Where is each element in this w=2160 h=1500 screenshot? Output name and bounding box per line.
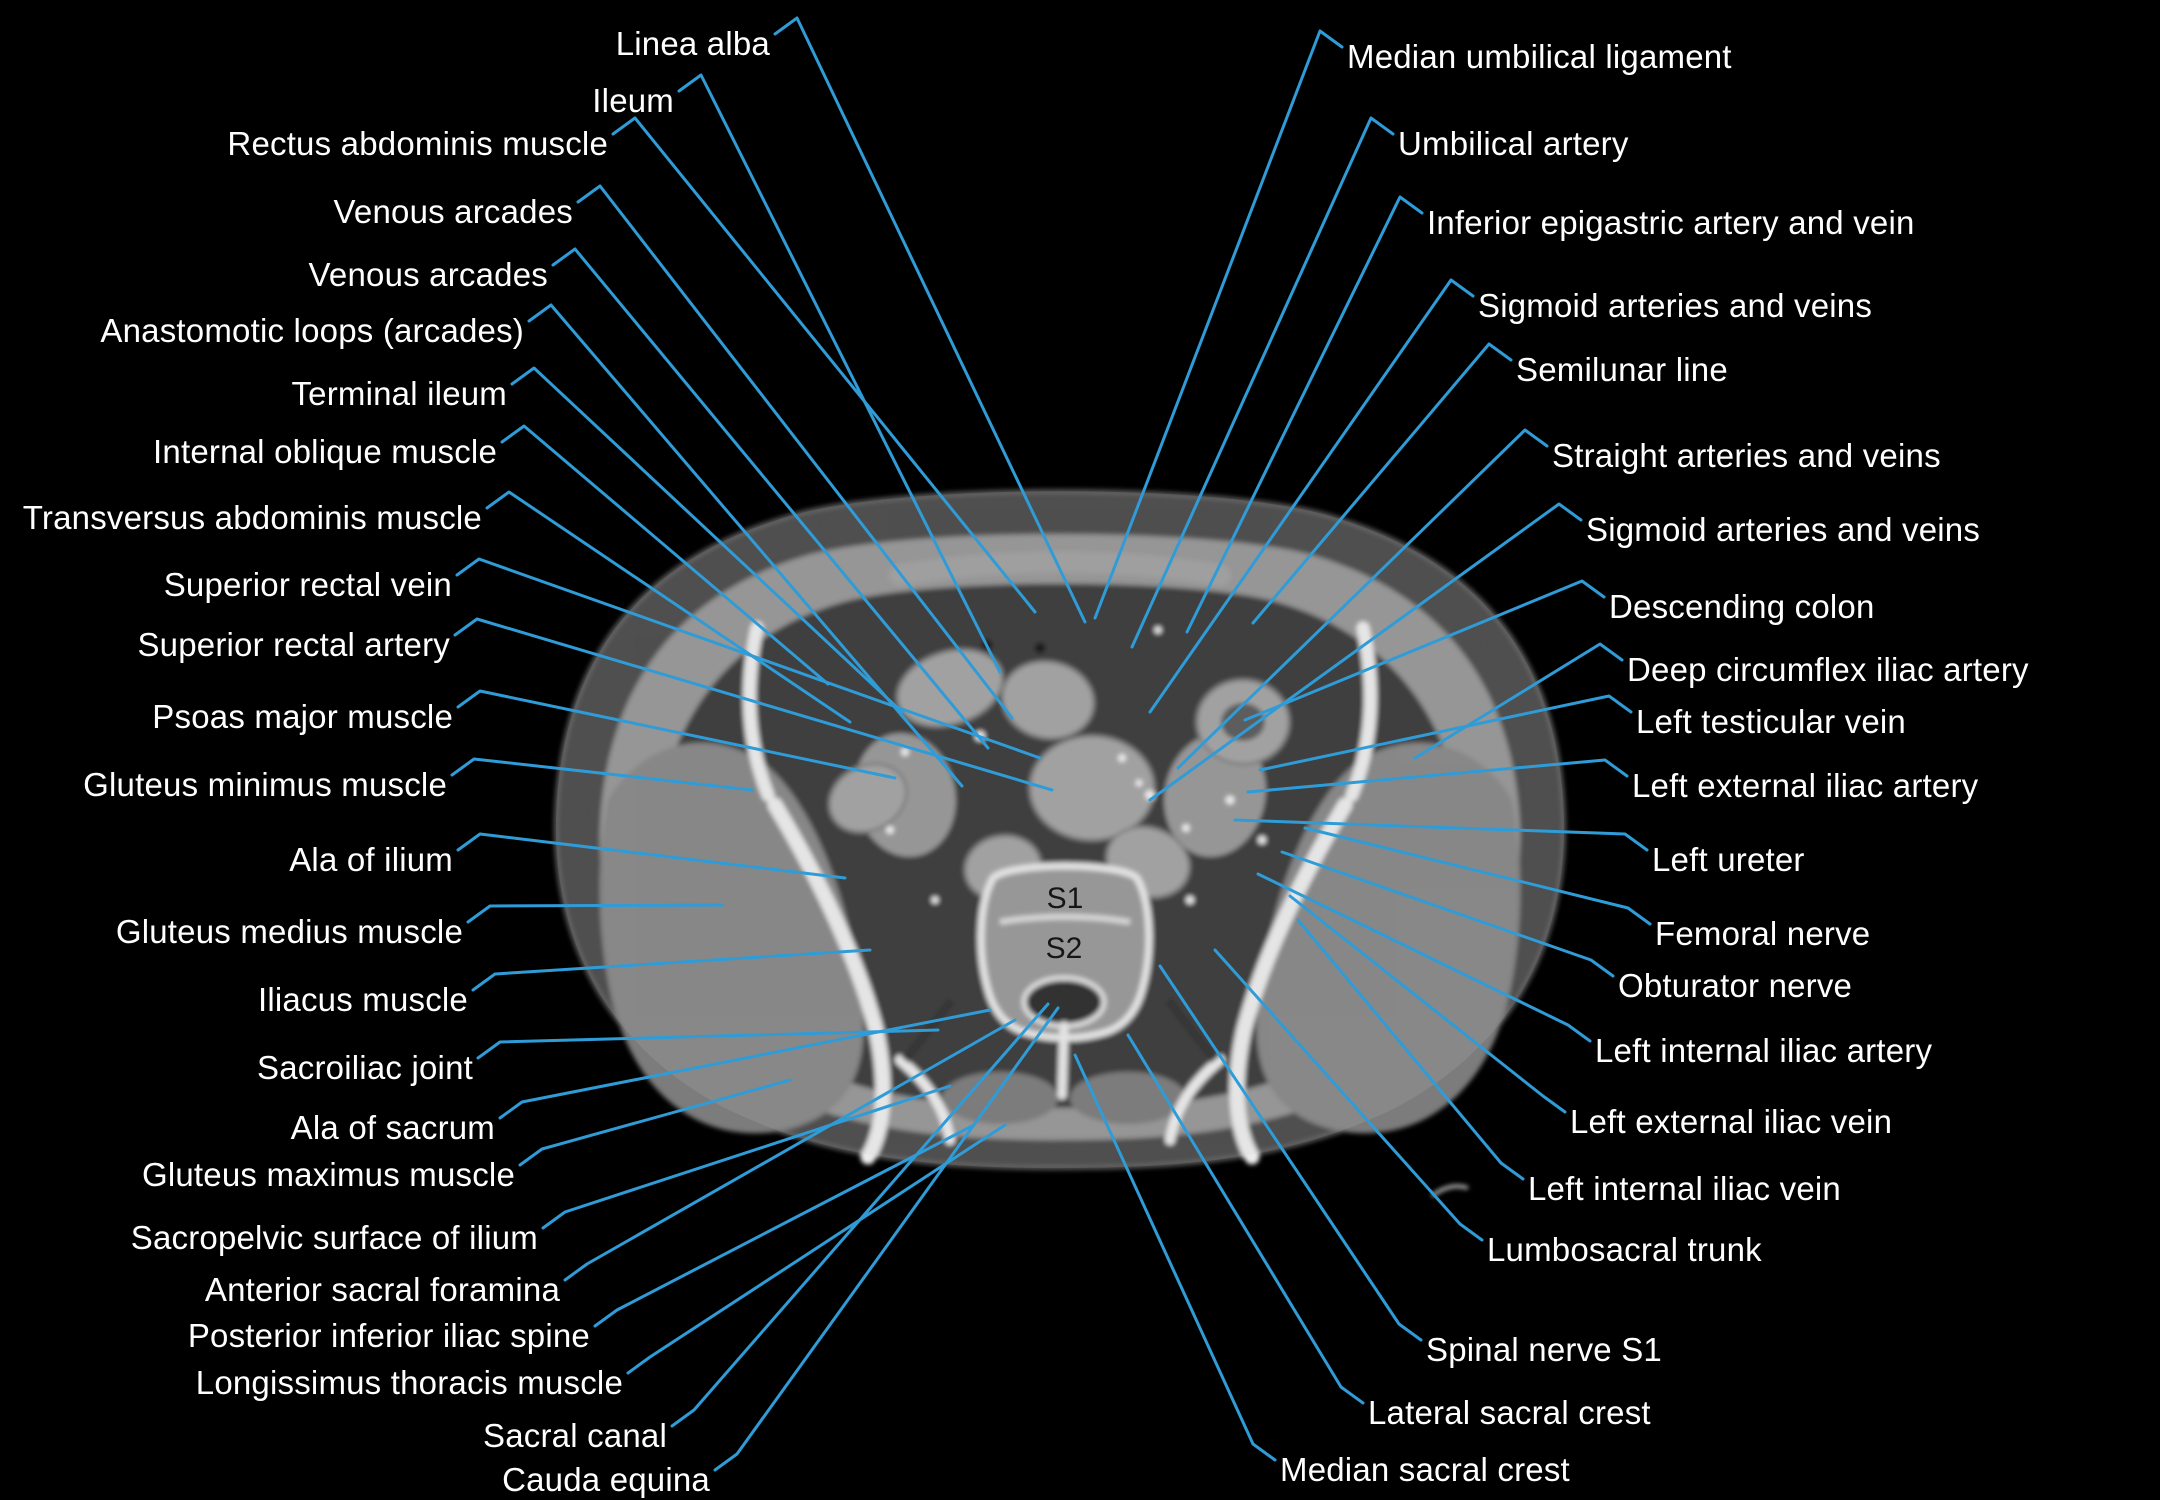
leader-line <box>611 116 1037 614</box>
leader-line <box>456 832 847 880</box>
anatomy-label: Gluteus medius muscle <box>115 913 463 951</box>
anatomy-label: Umbilical artery <box>1398 125 1629 163</box>
leader-line <box>450 757 754 792</box>
anatomy-label: Inferior epigastric artery and vein <box>1427 204 1915 242</box>
anatomy-label: Semilunar line <box>1516 351 1728 389</box>
leader-line <box>455 557 1042 760</box>
leader-line <box>593 1124 974 1328</box>
anatomy-label: Iliacus muscle <box>257 981 468 1019</box>
anatomy-label: Posterior inferior iliac spine <box>187 1317 590 1355</box>
leader-line <box>1130 116 1395 649</box>
anatomy-label: Venous arcades <box>333 193 573 231</box>
leader-line <box>773 16 1087 624</box>
anatomy-label: Sacropelvic surface of ilium <box>130 1219 538 1257</box>
leader-line <box>1296 918 1525 1181</box>
vertebra-label-s2: S2 <box>1046 932 1083 965</box>
leader-line <box>713 1006 1060 1472</box>
leader-line <box>453 617 1054 792</box>
anatomy-label: Gluteus maximus muscle <box>141 1156 515 1194</box>
anatomy-label: Obturator nerve <box>1618 967 1853 1005</box>
leader-line <box>1185 195 1424 634</box>
leader-line <box>670 1002 1050 1428</box>
leader-line <box>1288 894 1567 1114</box>
anatomy-label: Linea alba <box>615 25 770 63</box>
anatomy-label: Straight arteries and veins <box>1552 437 1941 475</box>
leader-line <box>576 184 1014 720</box>
anatomy-label: Left internal iliac vein <box>1528 1170 1841 1208</box>
anatomy-label: Rectus abdominis muscle <box>227 125 608 163</box>
leader-line <box>1073 1053 1277 1462</box>
leader-line <box>456 689 897 780</box>
anatomy-label: Sacral canal <box>483 1417 667 1455</box>
leader-line <box>1303 826 1652 926</box>
anatomy-label: Spinal nerve S1 <box>1426 1331 1662 1369</box>
leader-lines <box>450 16 1652 1472</box>
leader-line <box>518 1078 792 1167</box>
anatomy-label: Sigmoid arteries and veins <box>1586 511 1981 549</box>
anatomy-label: Internal oblique muscle <box>153 433 497 471</box>
leader-line <box>677 73 1002 674</box>
leader-line <box>1233 818 1649 852</box>
leader-line <box>551 247 990 750</box>
leader-line <box>626 1123 1007 1375</box>
anatomy-label: Transversus abdominis muscle <box>22 499 482 537</box>
leader-line <box>500 424 830 686</box>
leader-line <box>1243 579 1606 722</box>
anatomy-label: Superior rectal artery <box>137 626 450 664</box>
artifact-mark <box>1430 1184 1469 1198</box>
leader-line <box>1413 642 1624 760</box>
leader-line <box>1158 964 1423 1342</box>
leader-line <box>466 903 724 924</box>
anatomy-label: Left ureter <box>1652 841 1805 879</box>
anatomy-label: Left external iliac vein <box>1570 1103 1893 1141</box>
leader-line <box>510 366 904 714</box>
leader-line <box>1176 428 1549 770</box>
anatomy-label: Ala of ilium <box>289 841 453 879</box>
anatomy-label: Anterior sacral foramina <box>204 1271 560 1309</box>
leader-line <box>541 1084 952 1230</box>
leader-line <box>471 948 872 992</box>
anatomy-label: Median sacral crest <box>1280 1451 1570 1489</box>
leader-line <box>1251 342 1513 625</box>
anatomy-label: Psoas major muscle <box>152 698 453 736</box>
leader-line <box>476 1028 940 1060</box>
anatomy-label: Left internal iliac artery <box>1595 1032 1933 1070</box>
vertebra-label-s1: S1 <box>1047 882 1084 915</box>
leader-line <box>1148 278 1475 714</box>
leader-line <box>1280 850 1615 978</box>
anatomy-label: Sacroiliac joint <box>257 1049 473 1087</box>
anatomy-label: Gluteus minimus muscle <box>83 766 447 804</box>
leader-line <box>1246 758 1629 794</box>
leader-line <box>498 1008 992 1120</box>
anatomy-label: Median umbilical ligament <box>1347 38 1732 76</box>
anatomy-label: Ala of sacrum <box>290 1109 495 1147</box>
leader-line <box>1126 1033 1365 1405</box>
anatomy-label: Cauda equina <box>502 1461 710 1499</box>
anatomy-label: Sigmoid arteries and veins <box>1478 287 1873 325</box>
anatomy-label: Left testicular vein <box>1636 703 1906 741</box>
leader-line <box>1258 694 1633 772</box>
anatomy-label: Terminal ileum <box>291 375 507 413</box>
leader-line <box>563 1018 1017 1282</box>
anatomy-label: Venous arcades <box>308 256 548 294</box>
leader-line <box>1256 872 1592 1043</box>
anatomy-label: Ileum <box>592 82 674 120</box>
anatomy-label: Anastomotic loops (arcades) <box>100 312 524 350</box>
ct-noise-texture <box>555 491 1565 1168</box>
leader-line <box>485 490 852 724</box>
leader-line <box>527 303 964 788</box>
anatomy-label: Descending colon <box>1609 588 1875 626</box>
anatomy-label: Deep circumflex iliac artery <box>1627 651 2029 689</box>
leader-line <box>1213 948 1484 1242</box>
anatomy-label: Femoral nerve <box>1655 915 1871 953</box>
anatomy-label: Lateral sacral crest <box>1368 1394 1651 1432</box>
anatomy-label: Lumbosacral trunk <box>1487 1231 1762 1269</box>
anatomy-label: Longissimus thoracis muscle <box>195 1364 623 1402</box>
anatomy-label: Left external iliac artery <box>1632 767 1979 805</box>
anatomy-label: Superior rectal vein <box>163 566 452 604</box>
leader-line <box>1093 29 1344 620</box>
